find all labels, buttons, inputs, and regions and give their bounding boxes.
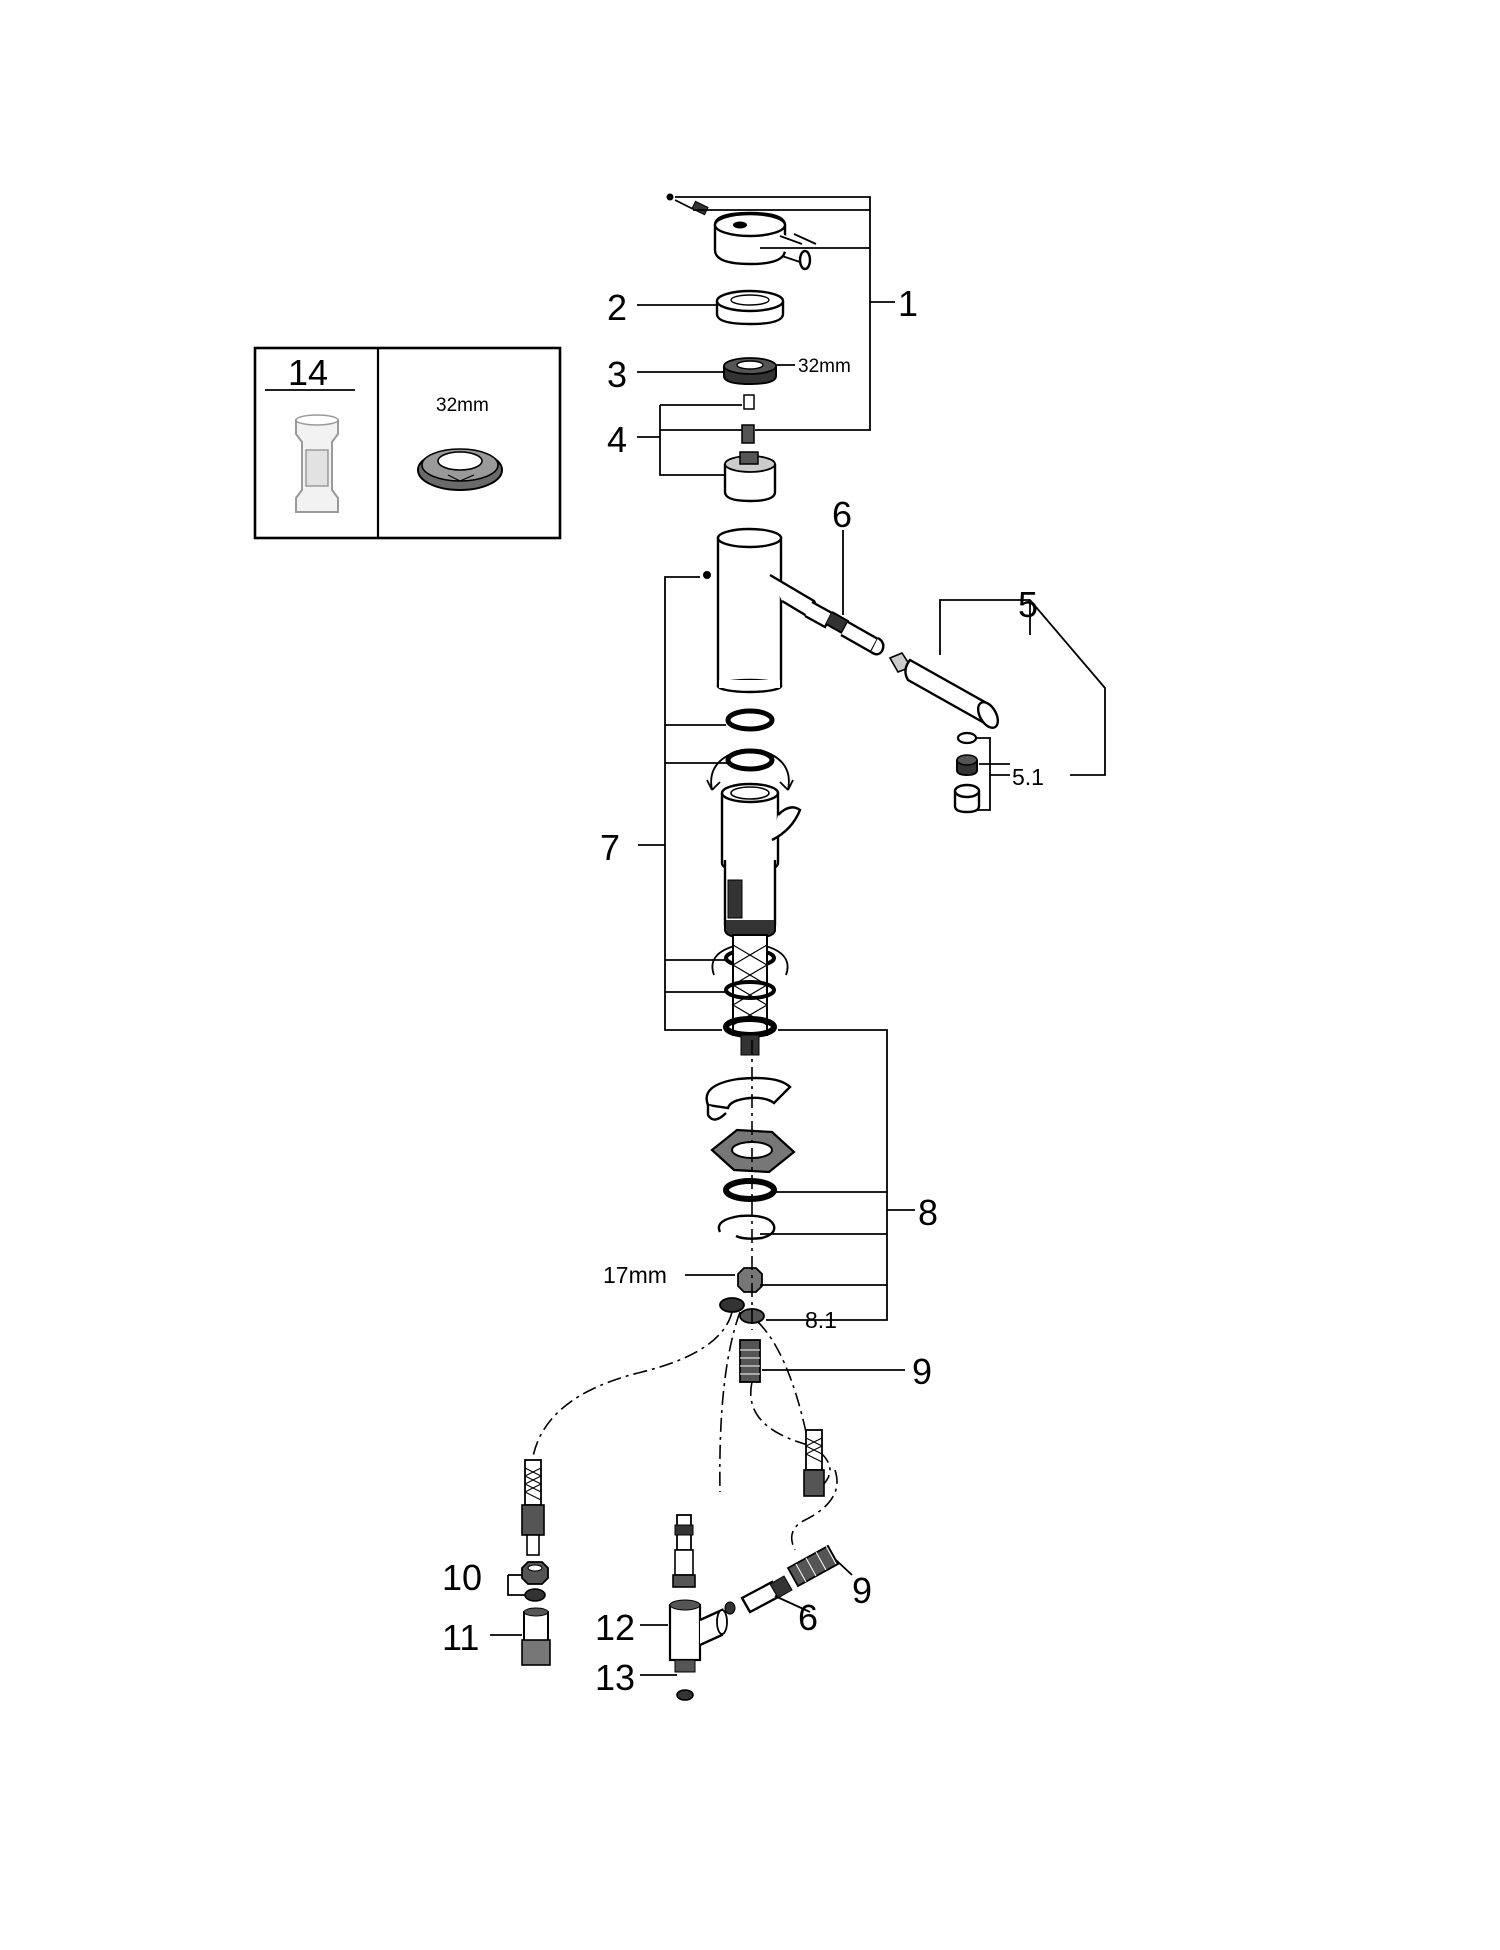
leader-lines xyxy=(490,196,1106,1676)
callout-5-1: 5.1 xyxy=(1012,764,1044,790)
callout-1: 1 xyxy=(898,283,918,324)
pull-out-spray xyxy=(888,652,1000,729)
callout-8: 8 xyxy=(918,1192,938,1233)
callout-3: 3 xyxy=(607,354,627,395)
callout-6-top: 6 xyxy=(832,494,852,535)
diverter-assembly xyxy=(706,708,802,1056)
tool-box xyxy=(253,346,562,540)
callout-8-1: 8.1 xyxy=(805,1307,837,1333)
nut-32mm-icon xyxy=(417,448,503,491)
nut-and-washer-10 xyxy=(521,1561,549,1602)
dimension-32mm: 32mm xyxy=(798,356,851,377)
lever-handle xyxy=(666,193,817,271)
supply-hoses xyxy=(531,1040,838,1551)
hose-spring-bottom-9 xyxy=(786,1544,840,1588)
callout-10: 10 xyxy=(442,1557,482,1598)
threaded-nipple-11 xyxy=(521,1607,551,1666)
aerator-parts xyxy=(953,731,981,814)
callout-11: 11 xyxy=(442,1617,479,1658)
assembly-tool-icon xyxy=(295,414,339,513)
callout-13: 13 xyxy=(595,1657,635,1698)
hose-end-right xyxy=(803,1429,825,1497)
faucet-body xyxy=(703,527,818,694)
callout-12: 12 xyxy=(595,1607,635,1648)
hose-spring-top xyxy=(739,1339,761,1383)
tool-box-number: 14 xyxy=(288,352,328,393)
cartridge-nut xyxy=(723,357,777,386)
cover-cap xyxy=(715,289,785,326)
tool-box-dimension: 32mm xyxy=(436,395,489,416)
mounting-set xyxy=(705,1076,796,1324)
callout-9-top: 9 xyxy=(912,1351,932,1392)
callout-4: 4 xyxy=(607,419,627,460)
hose-end-middle xyxy=(672,1514,696,1588)
dimension-17mm: 17mm xyxy=(603,1262,667,1288)
callout-9-bottom: 9 xyxy=(852,1570,872,1611)
callout-7: 7 xyxy=(600,827,620,868)
hose-end-left xyxy=(521,1459,545,1556)
check-valve-12 xyxy=(668,1599,728,1673)
callout-2: 2 xyxy=(607,287,627,328)
hose-connector-6-bottom xyxy=(724,1575,793,1615)
washer-13 xyxy=(676,1689,694,1701)
callout-5: 5 xyxy=(1018,584,1038,625)
cartridge xyxy=(723,394,777,503)
callout-labels: 1 2 3 4 6 5 5.1 7 8 8.1 9 10 11 12 13 9 … xyxy=(288,283,1044,1698)
spout-hose-top xyxy=(804,600,885,656)
callout-6-bottom: 6 xyxy=(798,1597,818,1638)
